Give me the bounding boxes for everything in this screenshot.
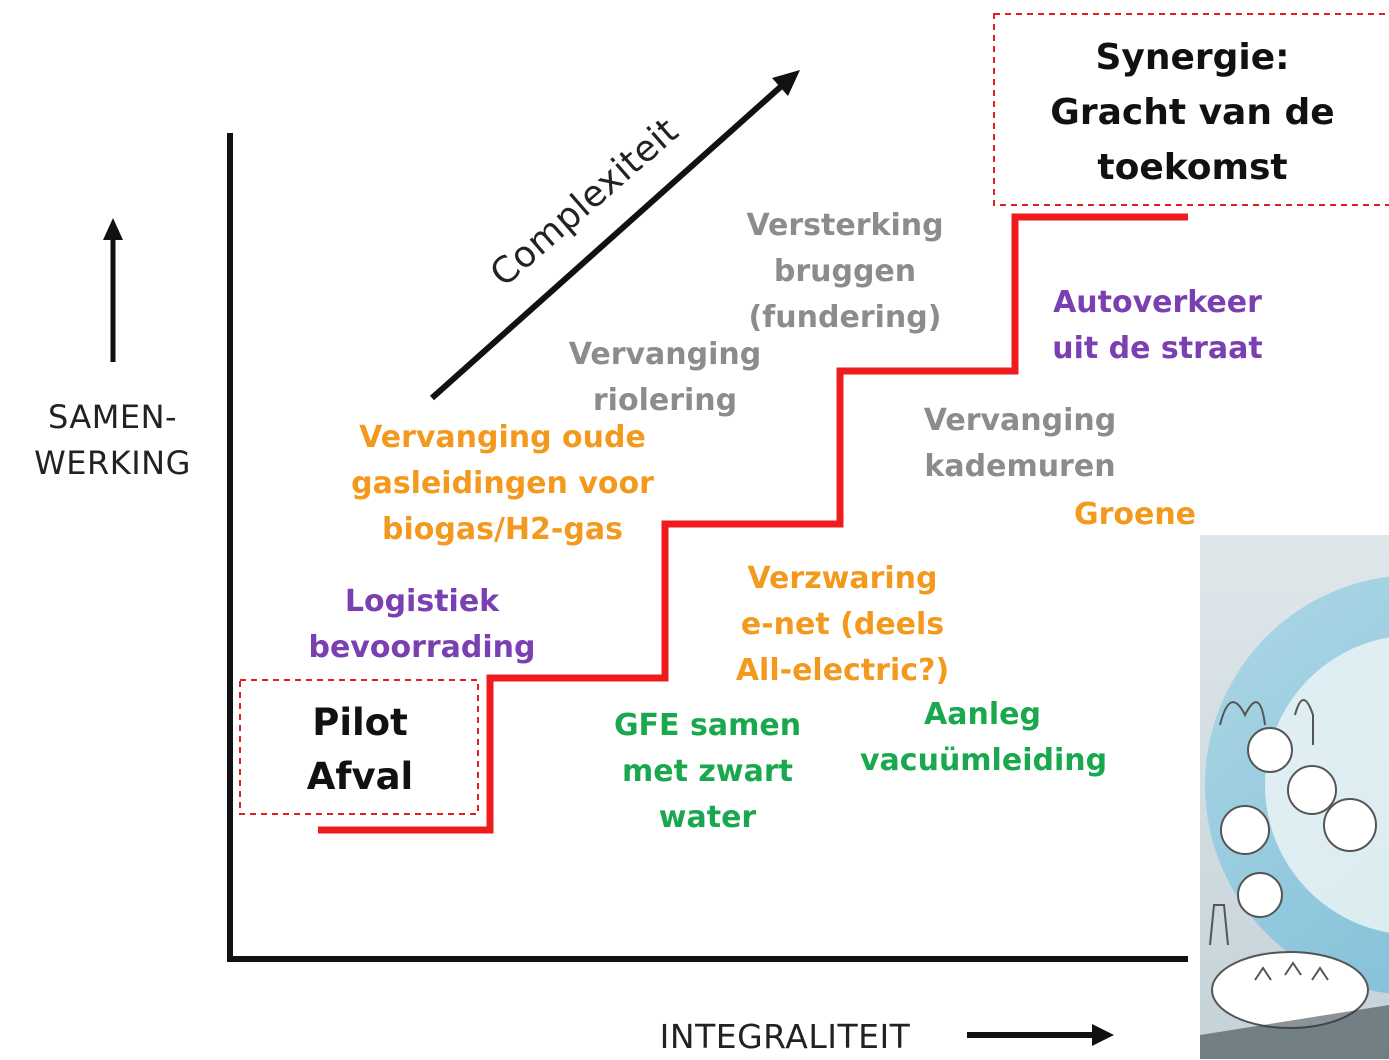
- bruggen-line: bruggen: [773, 254, 917, 289]
- synergy-box: [993, 13, 1389, 206]
- riolering-line: riolering: [592, 383, 738, 418]
- logistiek-line: bevoorrading: [308, 630, 536, 665]
- pilot-afval-line: Pilot: [312, 701, 408, 744]
- gfe-line: GFE samen: [613, 708, 802, 743]
- y-axis-label: SAMEN- WERKING: [10, 394, 215, 486]
- autoverkeer-line: uit de straat: [1052, 331, 1263, 366]
- canal-illustration: [1200, 535, 1389, 1059]
- bruggen-line: (fundering): [748, 300, 942, 335]
- pilot-afval-line: Afval: [306, 755, 414, 798]
- gasleidingen-line: biogas/H2-gas: [382, 512, 623, 547]
- autoverkeer-label: Autoverkeer uit de straat: [1040, 280, 1275, 372]
- complexity-arrow-head-icon: [772, 70, 800, 96]
- synergy-label-line: toekomst: [1097, 147, 1288, 188]
- gasleidingen-label: Vervanging oude gasleidingen voor biogas…: [330, 415, 675, 553]
- gasleidingen-line: gasleidingen voor: [351, 466, 654, 501]
- synergy-label-line: Synergie:: [1095, 37, 1290, 78]
- enet-label: Verzwaring e-net (deels All-electric?): [720, 556, 965, 694]
- vacuum-line: Aanleg: [924, 697, 1041, 732]
- gfe-label: GFE samen met zwart water: [600, 703, 815, 841]
- pilot-afval-label: Pilot Afval: [255, 696, 465, 804]
- enet-line: Verzwaring: [747, 561, 938, 596]
- y-axis-label-line: SAMEN-: [47, 398, 178, 436]
- bruggen-label: Versterking bruggen (fundering): [730, 203, 960, 341]
- riolering-line: Vervanging: [568, 337, 762, 372]
- groene-label: Groene: [1060, 492, 1210, 538]
- up-arrow-head-icon: [103, 218, 123, 240]
- kademuren-line: Vervanging: [923, 403, 1117, 438]
- x-axis-label: INTEGRALITEIT: [659, 1017, 911, 1056]
- logistiek-label: Logistiek bevoorrading: [292, 579, 552, 671]
- enet-line: e-net (deels: [740, 607, 945, 642]
- gasleidingen-line: Vervanging oude: [359, 420, 646, 455]
- vacuum-label: Aanleg vacuümleiding: [860, 692, 1108, 784]
- vacuum-line: vacuümleiding: [860, 743, 1108, 778]
- complexity-arrow-icon: [430, 79, 788, 401]
- gfe-line: met zwart: [622, 754, 793, 789]
- right-arrow-head-icon: [1092, 1024, 1114, 1046]
- growth-staircase: [318, 213, 1188, 834]
- kademuren-label: Vervanging kademuren: [910, 398, 1130, 490]
- pilot-box: [239, 679, 479, 815]
- enet-line: All-electric?): [735, 653, 950, 688]
- bruggen-line: Versterking: [746, 208, 944, 243]
- logistiek-line: Logistiek: [344, 584, 500, 619]
- kademuren-line: kademuren: [924, 449, 1116, 484]
- riolering-label: Vervanging riolering: [555, 332, 775, 424]
- autoverkeer-line: Autoverkeer: [1053, 285, 1262, 320]
- synergy-label: Synergie: Gracht van de toekomst: [1020, 30, 1365, 195]
- groene-line: Groene: [1073, 497, 1197, 532]
- y-axis-label-line: WERKING: [34, 444, 191, 482]
- gfe-line: water: [658, 800, 757, 835]
- synergy-label-line: Gracht van de: [1050, 92, 1335, 133]
